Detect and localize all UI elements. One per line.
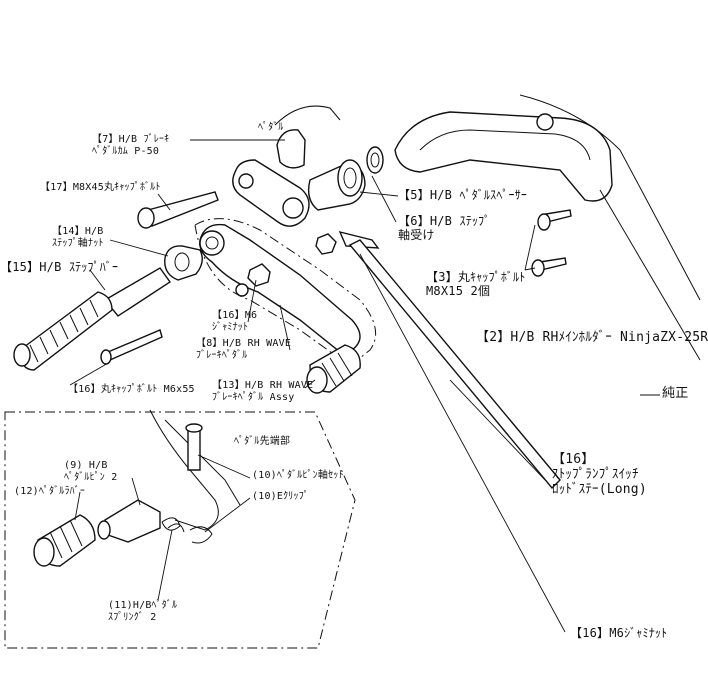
top-part-fragment: [274, 105, 341, 126]
step-bearing: [366, 146, 384, 174]
pedal-rubber-assy-end: [306, 366, 328, 394]
label-pedal-cam: 【7】H/B ﾌﾞﾚｰｷ ﾍﾟﾀﾞﾙｶﾑ P-50: [92, 134, 170, 157]
step-bar-shaft: [103, 267, 171, 317]
leader-p10pin: [197, 454, 251, 479]
detail-pedal-pin-end: [97, 520, 111, 540]
main-holder-edge-2: [599, 189, 701, 361]
label-pedal-spring-2: (11)H/Bﾍﾟﾀﾞﾙ ｽﾌﾟﾘﾝｸﾞ 2: [108, 600, 178, 623]
label-pedal-pin-set: (10)ﾍﾟﾀﾞﾙﾋﾟﾝ軸ｾｯﾄ: [252, 470, 344, 481]
label-pedal-tip: ﾍﾟﾀﾞﾙ先端部: [234, 436, 291, 447]
leader-p16m6: [247, 279, 257, 323]
leader-p6: [371, 175, 397, 223]
holder-hole: [536, 113, 554, 131]
label-switch-rod-stay: 【16】 ｽﾄｯﾌﾟﾗﾝﾌﾟｽｲｯﾁ ﾛｯﾄﾞｽﾃｰ(Long): [552, 452, 647, 497]
brake-pedal-lug: [235, 283, 249, 297]
leader-p16bolt: [69, 361, 111, 386]
label-step-nut: 【14】H/B ｽﾃｯﾌﾟ軸ﾅｯﾄ: [52, 226, 104, 249]
step-bar-grip: [19, 291, 113, 371]
detail-rubber-ribs: [49, 519, 83, 559]
m8x45-bolt: [147, 191, 219, 227]
label-pedal-assy: 【13】H/B RH WAVE ﾌﾞﾚｰｷﾍﾟﾀﾞﾙ Assy: [212, 380, 314, 403]
label-step-bar: 【15】H/B ｽﾃｯﾌﾟﾊﾞｰ: [0, 260, 119, 274]
detail-pedal-arm: [149, 409, 219, 531]
label-brake-pedal: 【8】H/B RH WAVE ﾌﾞﾚｰｷﾍﾟﾀﾞﾙ: [196, 338, 292, 361]
leader-p16jam: [359, 253, 566, 633]
m6-nut-rod: [315, 233, 337, 255]
label-m8x45-bolt: 【17】M8X45丸ｷｬｯﾌﾟﾎﾞﾙﾄ: [40, 182, 161, 193]
leader-p8: [279, 304, 291, 351]
leader-p5: [359, 191, 399, 197]
detail-spring: [161, 517, 185, 533]
pedal-spacer-end: [337, 159, 363, 197]
detail-pedal-arm-2: [164, 419, 241, 506]
m8x45-bolt-head: [137, 207, 155, 229]
m6-nut-on-pedal: [247, 263, 271, 287]
pedal-cam: [276, 129, 306, 169]
bolt-3a-head: [537, 213, 551, 231]
label-top-cut: ﾍﾟﾀﾞﾙ: [258, 122, 284, 133]
detail-pin-head: [185, 423, 203, 433]
step-nut-bore: [174, 252, 190, 272]
cam-plate-hole-2: [282, 197, 304, 219]
detail-rubber-end: [33, 537, 55, 567]
leader-p16stay: [449, 379, 546, 481]
leader-p9: [131, 477, 141, 506]
pedal-rubber-assy-ribs: [321, 352, 353, 387]
label-pedal-spacer: 【5】H/B ﾍﾟﾀﾞﾙｽﾍﾟｰｻｰ: [398, 188, 528, 202]
leader-p3: [524, 224, 536, 271]
label-pedal-rubber: (12)ﾍﾟﾀﾞﾙﾗﾊﾞｰ: [14, 486, 86, 497]
label-bolts-m8x15: 【3】丸ｷｬｯﾌﾟﾎﾞﾙﾄ M8X15 2個: [426, 270, 526, 298]
detail-pedal-pin: [104, 499, 161, 543]
step-bearing-bore: [370, 152, 380, 168]
label-main-holder: 【2】H/B RHﾒｲﾝﾎﾙﾀﾞｰ NinjaZX-25R: [476, 330, 708, 345]
leader-p10e: [204, 497, 251, 533]
leader-p17: [157, 193, 171, 211]
rod-stay-long: [348, 239, 561, 490]
pedal-spacer-bore: [343, 167, 357, 189]
leader-p13: [304, 379, 316, 389]
label-step-bearing: 【6】H/B ｽﾃｯﾌﾟ 軸受け: [398, 214, 491, 242]
m6x55-bolt: [107, 329, 163, 361]
detail-e-clip: [189, 526, 213, 544]
leader-p11: [157, 529, 173, 601]
leader-p15: [89, 269, 106, 291]
label-genuine: 純正: [662, 386, 689, 401]
step-bar-knurl: [29, 299, 99, 363]
main-holder-edge: [519, 94, 701, 301]
cam-plate-hole-1: [238, 173, 254, 189]
main-holder-inner: [419, 129, 591, 161]
bolt-3b-head: [531, 259, 545, 277]
label-e-clip: (10)Eｸﾘｯﾌﾟ: [252, 491, 309, 502]
brake-pedal-pivot: [199, 230, 225, 256]
detail-pin: [187, 427, 201, 471]
label-m6-jam-nut: 【16】M6 ｼﾞｬﾐﾅｯﾄ: [212, 310, 258, 333]
brake-pedal-pivot-bore: [205, 236, 219, 250]
step-bar-end: [13, 343, 31, 367]
leader-p12: [74, 491, 81, 521]
step-nut: [164, 245, 203, 281]
label-pedal-pin-2: (9) H/B ﾍﾟﾀﾞﾙﾋﾟﾝ 2: [64, 460, 118, 483]
leader-p14: [109, 239, 169, 257]
detail-box-outline: [4, 411, 356, 649]
label-m6-jam-nut-rod: 【16】M6ｼﾞｬﾐﾅｯﾄ: [570, 626, 668, 640]
label-m6x55-bolt: 【16】丸ｷｬｯﾌﾟﾎﾞﾙﾄ M6x55: [68, 384, 195, 395]
